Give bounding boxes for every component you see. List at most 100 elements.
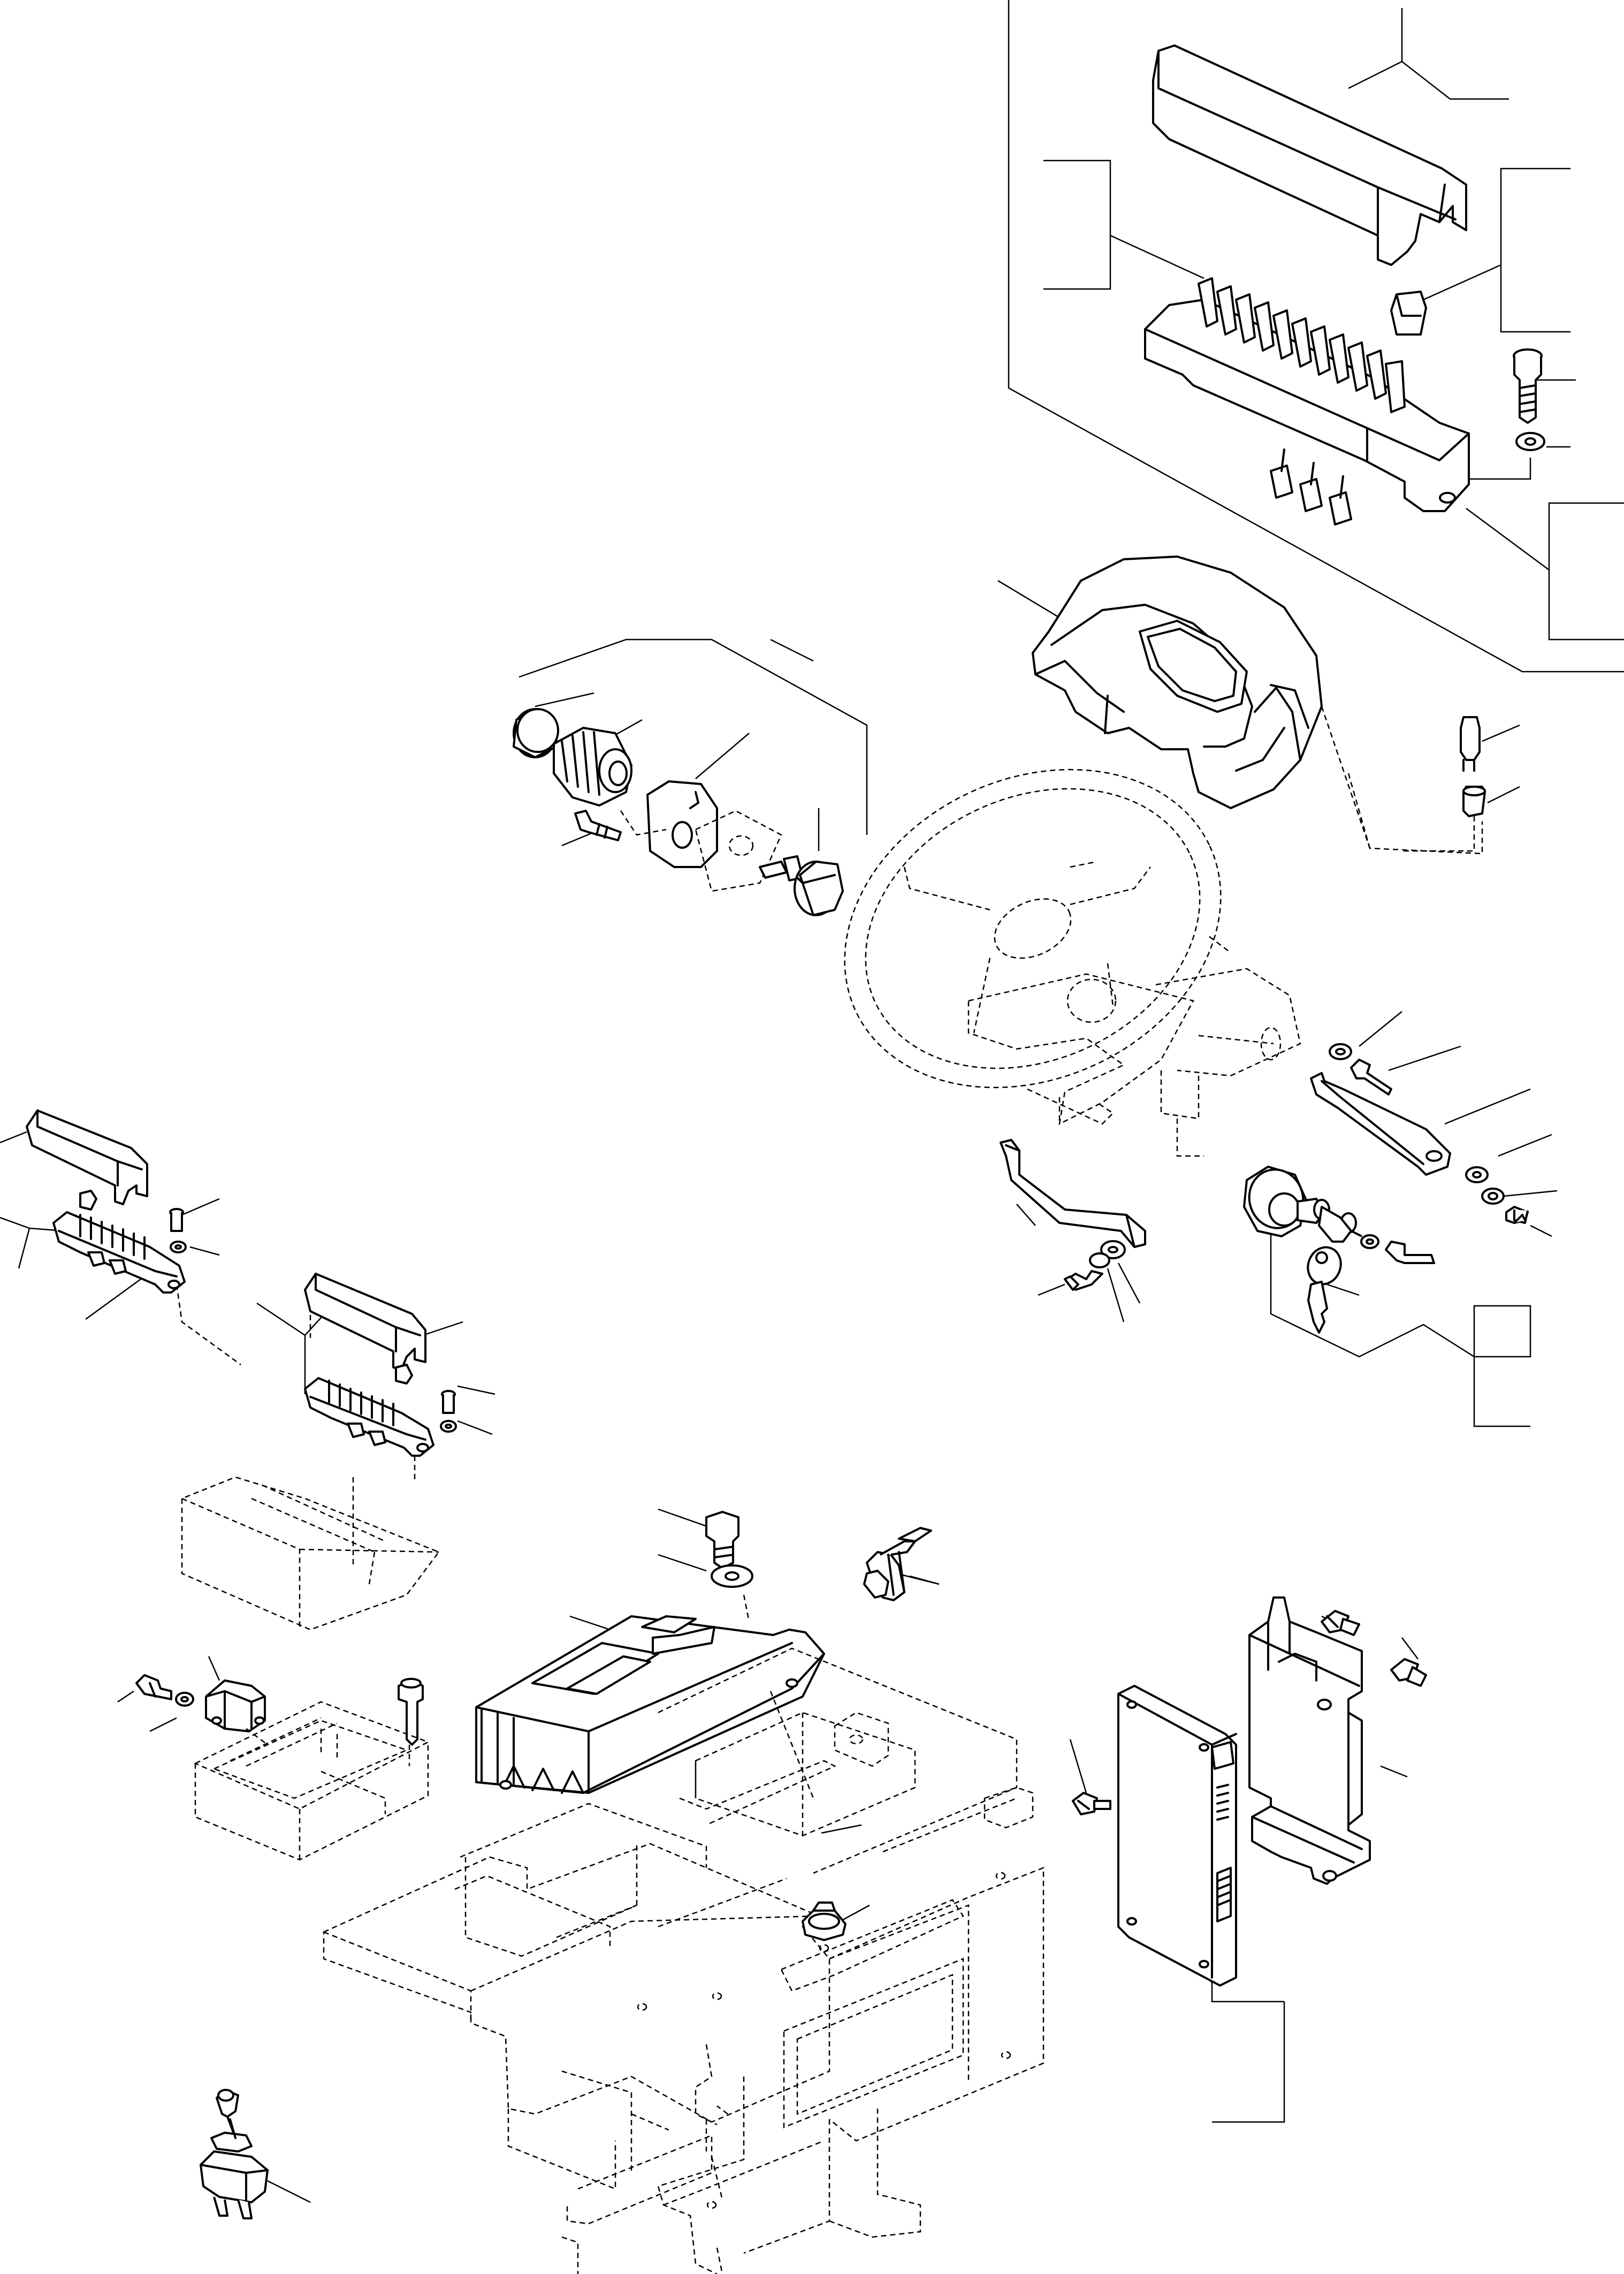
washer <box>1089 1252 1110 1268</box>
washer <box>1481 1188 1505 1205</box>
leader-line <box>695 733 750 779</box>
washer <box>1360 1234 1379 1249</box>
leader-line <box>1117 1263 1141 1304</box>
circuit-board <box>1117 1685 1237 1987</box>
rotary-switch <box>695 810 844 916</box>
ignition-key <box>1307 1206 1362 1334</box>
screw <box>1390 1658 1427 1687</box>
leader-line <box>1326 1283 1360 1296</box>
leader-line <box>821 1824 862 1834</box>
callout-bracket <box>519 638 868 835</box>
indicator-bulb <box>1460 716 1520 772</box>
end-cap-top <box>1390 291 1427 336</box>
screw <box>1505 1206 1529 1224</box>
connector-line <box>620 810 667 836</box>
instrument-panel-cover <box>997 556 1323 809</box>
knob <box>553 727 632 807</box>
leader-line <box>1503 1190 1558 1197</box>
terminal-block-left <box>0 1109 241 1366</box>
screw-top <box>1513 348 1543 424</box>
leader-line <box>840 1904 870 1922</box>
screw <box>1072 1792 1111 1815</box>
leader-line <box>1498 1134 1552 1157</box>
leader-line <box>208 1656 220 1681</box>
screw <box>441 1390 456 1414</box>
leader-line <box>85 1275 145 1320</box>
relay-block <box>205 1679 266 1732</box>
callout-bracket <box>0 1131 27 1144</box>
leader-line <box>1380 1765 1408 1778</box>
leader-line <box>149 1717 177 1732</box>
knob-bushing <box>646 780 718 868</box>
leader-line <box>997 580 1065 622</box>
washer <box>1329 1043 1352 1060</box>
leader-line <box>561 831 594 847</box>
screw <box>705 1511 739 1569</box>
terminal-block-cover-top <box>1152 44 1467 266</box>
leader-line <box>1069 1739 1087 1793</box>
leader-line <box>267 2180 311 2203</box>
leader-line <box>1038 1283 1065 1296</box>
mount-plate-ghost <box>181 1476 440 1631</box>
leader-line <box>1401 1637 1419 1660</box>
washer <box>1465 1166 1489 1183</box>
leader-line <box>181 1198 220 1216</box>
leader-line <box>189 1246 220 1256</box>
mounting-bracket-left <box>1000 1139 1146 1248</box>
washer <box>711 1564 753 1588</box>
screw <box>1064 1270 1103 1291</box>
toggle-switch <box>200 2089 311 2219</box>
steering-wheel <box>844 706 1483 1157</box>
washer <box>440 1420 457 1433</box>
terminal-block-top <box>1144 277 1470 526</box>
leader-line <box>457 1420 493 1435</box>
washer-top <box>1515 432 1545 451</box>
board-bracket <box>1248 1596 1371 1885</box>
leader-line <box>1530 1225 1552 1237</box>
connector-line <box>246 1728 268 1745</box>
leader-line <box>1444 1088 1531 1125</box>
terminal-block-middle <box>256 1273 495 1482</box>
knob-assembly <box>513 638 868 916</box>
ignition-area <box>1000 1011 1558 1427</box>
leader-line <box>658 1554 707 1572</box>
screw <box>169 1208 184 1232</box>
screw <box>135 1674 172 1700</box>
relay-base <box>117 1656 430 1861</box>
washer <box>175 1692 194 1707</box>
screw <box>1321 1610 1360 1636</box>
leader-line <box>909 1575 940 1585</box>
leader-line <box>117 1690 134 1703</box>
ignition-switch <box>1243 1166 1357 1237</box>
inset-top-right <box>1008 0 1624 673</box>
leader-line <box>658 1508 712 1529</box>
leader-line <box>1482 724 1520 742</box>
terminal-fins <box>1198 277 1406 413</box>
frame-chassis <box>323 1647 1044 2274</box>
leader-line <box>1107 1268 1125 1322</box>
washer <box>170 1241 187 1253</box>
leader-line <box>1487 786 1520 804</box>
screw <box>1350 1059 1392 1096</box>
leader-line <box>457 1385 495 1395</box>
callout-bracket <box>1043 159 1204 290</box>
rubber-grommet <box>802 1902 870 1941</box>
board-area <box>1069 1596 1427 2123</box>
callout-bracket <box>1270 1226 1531 1427</box>
inset-border-line <box>1008 0 1624 673</box>
leader-line <box>1388 1045 1461 1071</box>
screw <box>398 1678 424 1746</box>
callout-bracket <box>1466 502 1624 641</box>
callout-bracket <box>1348 8 1509 100</box>
leader-line <box>1359 1011 1402 1047</box>
screw <box>1385 1241 1435 1264</box>
connector-line <box>176 1284 241 1366</box>
leader-line <box>1463 458 1531 480</box>
knob-pin <box>574 810 622 841</box>
bulb-socket <box>1402 786 1520 852</box>
leader-line <box>535 692 594 708</box>
relay-housing <box>475 1508 940 1834</box>
flasher-relay <box>863 1527 940 1601</box>
